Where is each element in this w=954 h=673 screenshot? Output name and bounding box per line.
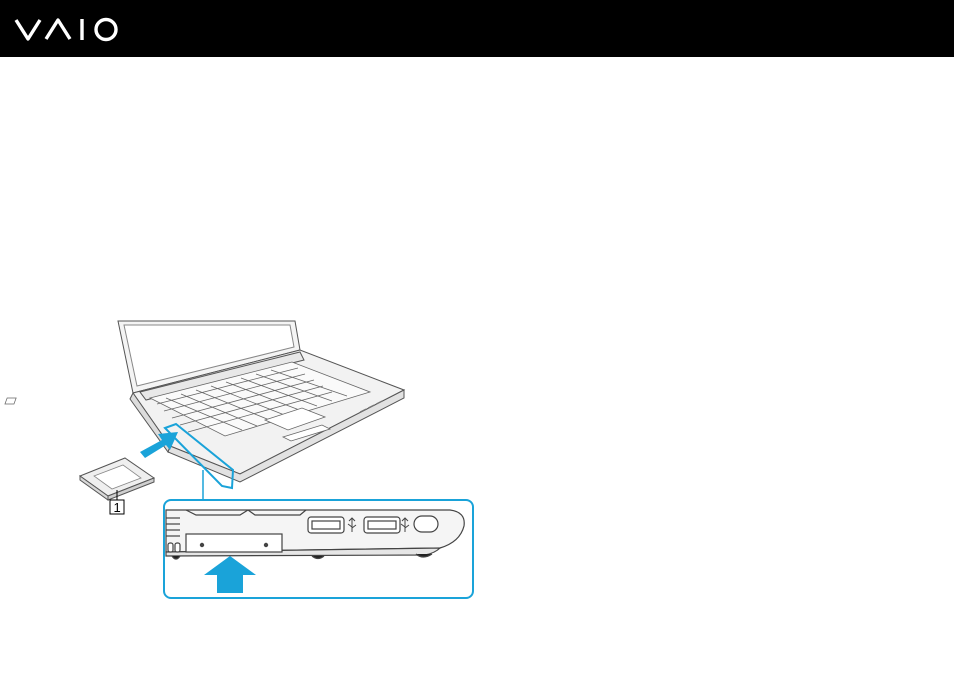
keyboard: [5, 398, 16, 404]
side-panel-detail: [166, 510, 464, 559]
expresscard-slot: [186, 534, 282, 552]
callout-number: 1: [114, 500, 121, 515]
